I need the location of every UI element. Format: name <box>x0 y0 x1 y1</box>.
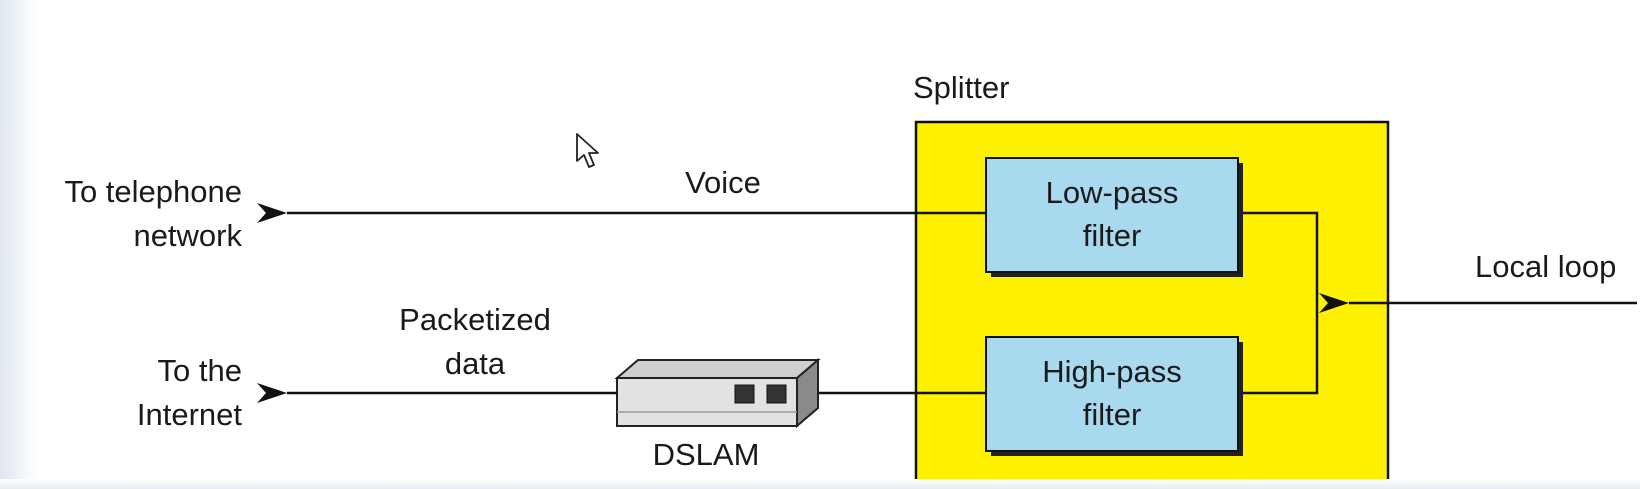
internet-label-line1: To the <box>158 353 242 388</box>
dslam-device-icon <box>614 357 821 429</box>
voice-label: Voice <box>685 165 761 200</box>
low-pass-filter-label-line1: Low-pass <box>1046 175 1179 210</box>
filter-junction-line <box>1243 211 1319 395</box>
mouse-pointer-icon <box>576 133 599 168</box>
bottom-strip <box>0 479 1640 489</box>
packetized-data-label-line2: data <box>445 346 506 381</box>
low-pass-filter-box <box>985 157 1239 273</box>
splitter-label: Splitter <box>913 70 1009 105</box>
telephone-network-label-line1: To telephone <box>64 174 242 209</box>
internet-label-line2: Internet <box>137 397 243 432</box>
high-pass-filter-box <box>985 336 1239 452</box>
high-pass-filter-label-line2: filter <box>1083 397 1142 432</box>
high-pass-filter-label-line1: High-pass <box>1042 354 1182 389</box>
telephone-network-label-line2: network <box>133 218 242 253</box>
dslam-label: DSLAM <box>653 437 760 472</box>
low-pass-filter-label-line2: filter <box>1083 218 1142 253</box>
packetized-data-label-line1: Packetized <box>399 302 551 337</box>
local-loop-label: Local loop <box>1475 249 1616 284</box>
